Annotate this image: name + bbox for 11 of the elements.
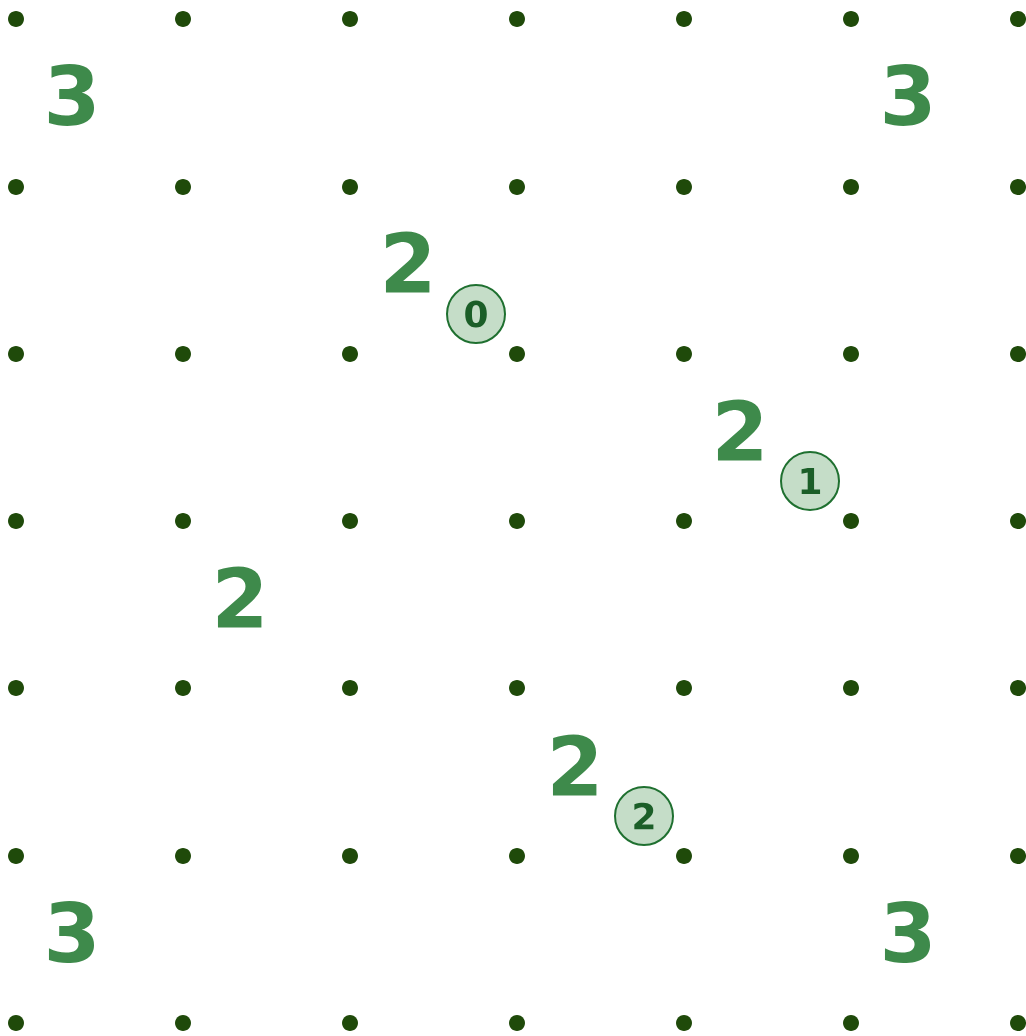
clue-number: 2 <box>552 734 597 796</box>
clue-number: 2 <box>717 399 762 461</box>
clue-number: 3 <box>48 901 94 963</box>
clue-number: 3 <box>884 901 930 963</box>
circled-number: 1 <box>780 451 840 511</box>
clue-number: 2 <box>217 566 262 628</box>
circled-number: 0 <box>446 284 506 344</box>
clue-number: 2 <box>385 231 430 293</box>
clue-number: 3 <box>48 64 94 126</box>
circled-number: 2 <box>614 786 674 846</box>
clue-number: 3 <box>884 64 930 126</box>
